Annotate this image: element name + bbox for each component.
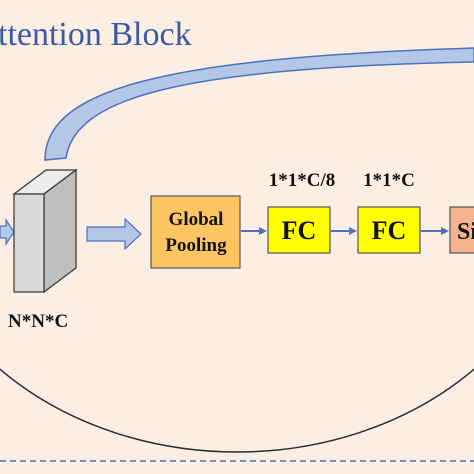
- global-pooling-box: [150, 195, 241, 269]
- skip-connection-arrow: [44, 47, 474, 161]
- tensor-to-pooling-arrow: [86, 217, 142, 251]
- block-frame-outline: [0, 368, 474, 453]
- global-pooling-label-line2: Pooling: [165, 235, 227, 256]
- tensor-dimension-label: N*N*C: [8, 311, 68, 332]
- fc1-label: FC: [282, 216, 317, 245]
- sigmoid-box: [449, 206, 474, 254]
- fc1-dimension-label: 1*1*C/8: [269, 170, 336, 191]
- fc2-dimension-label: 1*1*C: [363, 170, 415, 191]
- fc2-box: [357, 206, 421, 254]
- fc2-label: FC: [372, 216, 407, 245]
- feature-tensor: [12, 168, 78, 294]
- fc1-box: [267, 206, 331, 254]
- input-arrow: [0, 218, 15, 246]
- block-title: ttention Block: [0, 16, 192, 53]
- global-pooling-label-line1: Global: [169, 209, 224, 230]
- tensor-front-face: [13, 193, 45, 293]
- sigmoid-label: Si: [457, 219, 474, 245]
